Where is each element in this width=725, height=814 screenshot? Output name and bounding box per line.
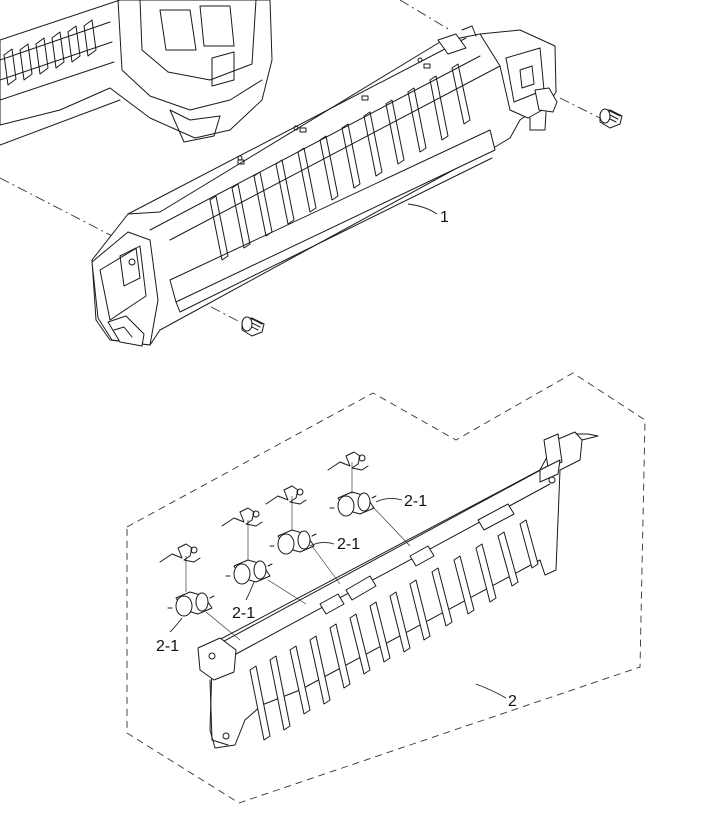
printer-frame-partial — [0, 0, 273, 146]
roller-mount-lines — [185, 462, 411, 641]
callout-2-1-d: 2-1 — [156, 638, 179, 655]
callout-2-1-b: 2-1 — [337, 536, 360, 553]
callout-2: 2 — [508, 693, 517, 710]
spring-roller-set-4 — [159, 543, 215, 617]
leader-line-2-1-a — [375, 497, 403, 503]
spring-roller-set-1 — [327, 451, 377, 517]
callout-1: 1 — [440, 209, 449, 226]
leader-line-2 — [475, 683, 507, 699]
part-1-assembly — [91, 25, 558, 347]
screw-right — [599, 108, 623, 129]
callout-2-1-a: 2-1 — [404, 493, 427, 510]
leader-line-2-1-d — [169, 617, 183, 633]
leader-line-2-1-c — [245, 581, 255, 601]
spring-roller-set-3 — [221, 507, 273, 585]
part-2-assembly — [197, 431, 599, 749]
leader-line-1 — [407, 203, 438, 215]
callout-2-1-c: 2-1 — [232, 605, 255, 622]
alignment-lines — [0, 0, 601, 323]
leader-line-2-1-b — [309, 541, 335, 547]
screw-left — [241, 316, 265, 337]
spring-roller-set-2 — [265, 485, 317, 555]
